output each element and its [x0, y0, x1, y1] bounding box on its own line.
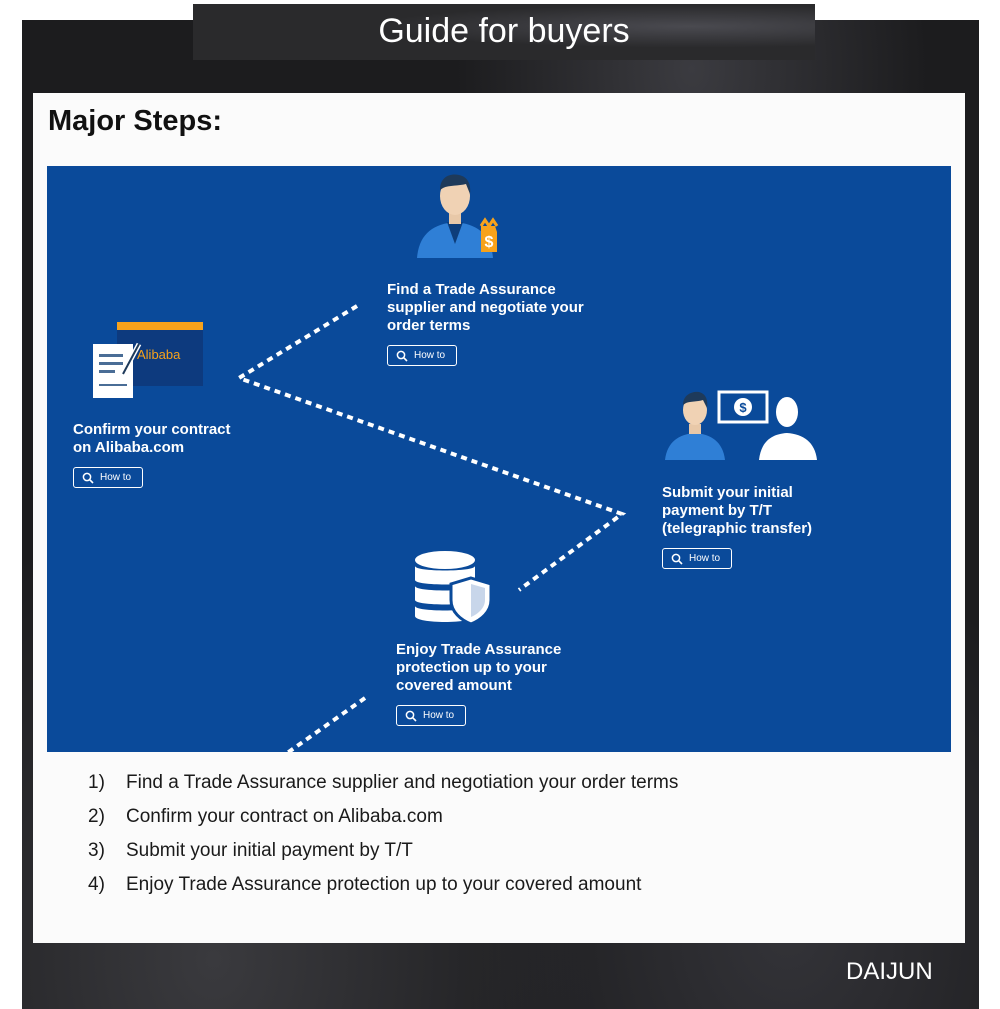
steps-diagram: $ Find a Trade Assurance supplier and ne… [47, 166, 951, 752]
step-text: Enjoy Trade Assurance protection up to y… [396, 641, 562, 694]
step-confirm-contract: Confirm your contract on Alibaba.com How… [73, 421, 231, 489]
list-text: Find a Trade Assurance supplier and nego… [126, 772, 679, 793]
page-title: Guide for buyers [193, 4, 815, 60]
search-icon [671, 553, 683, 565]
how-to-button[interactable]: How to [396, 705, 466, 726]
list-item: 1) Find a Trade Assurance supplier and ne… [88, 769, 678, 803]
payment-transfer-icon: $ [665, 390, 817, 460]
section-heading: Major Steps: [48, 105, 223, 137]
search-icon [82, 472, 94, 484]
how-to-label: How to [414, 350, 446, 361]
list-number: 4) [88, 874, 105, 895]
list-number: 3) [88, 840, 105, 861]
search-icon [396, 350, 408, 362]
how-to-button[interactable]: How to [387, 345, 457, 366]
search-icon [405, 710, 417, 722]
how-to-label: How to [689, 553, 721, 564]
supplier-person-icon: $ [417, 174, 499, 258]
step-text: Find a Trade Assurance supplier and nego… [387, 281, 584, 334]
list-text: Submit your initial payment by T/T [126, 840, 413, 861]
how-to-button[interactable]: How to [73, 467, 143, 488]
step-text: Submit your initial payment by T/T (tele… [662, 484, 813, 537]
list-item: 3) Submit your initial payment by T/T [88, 837, 678, 871]
list-item: 4) Enjoy Trade Assurance protection up to… [88, 871, 678, 905]
how-to-label: How to [100, 472, 132, 483]
how-to-label: How to [423, 710, 455, 721]
steps-list: 1) Find a Trade Assurance supplier and ne… [88, 769, 678, 905]
svg-text:$: $ [485, 234, 494, 251]
pen-icon [120, 342, 142, 376]
step-find-supplier: Find a Trade Assurance supplier and nego… [387, 281, 584, 367]
list-number: 1) [88, 772, 105, 793]
step-text: Confirm your contract on Alibaba.com [73, 421, 231, 456]
list-number: 2) [88, 806, 105, 827]
database-shield-icon [415, 551, 493, 626]
svg-text:$: $ [739, 400, 747, 415]
alibaba-logo-text: Alibaba [137, 347, 181, 362]
step-submit-payment: Submit your initial payment by T/T (tele… [662, 484, 812, 570]
step-enjoy-protection: Enjoy Trade Assurance protection up to y… [396, 641, 561, 727]
how-to-button[interactable]: How to [662, 548, 732, 569]
list-item: 2) Confirm your contract on Alibaba.com [88, 803, 678, 837]
brand-name: DAIJUN [846, 958, 933, 985]
alibaba-contract-icon: Alibaba [91, 322, 203, 400]
list-text: Confirm your contract on Alibaba.com [126, 806, 443, 827]
list-text: Enjoy Trade Assurance protection up to y… [126, 874, 642, 895]
dotted-connector [234, 304, 627, 752]
